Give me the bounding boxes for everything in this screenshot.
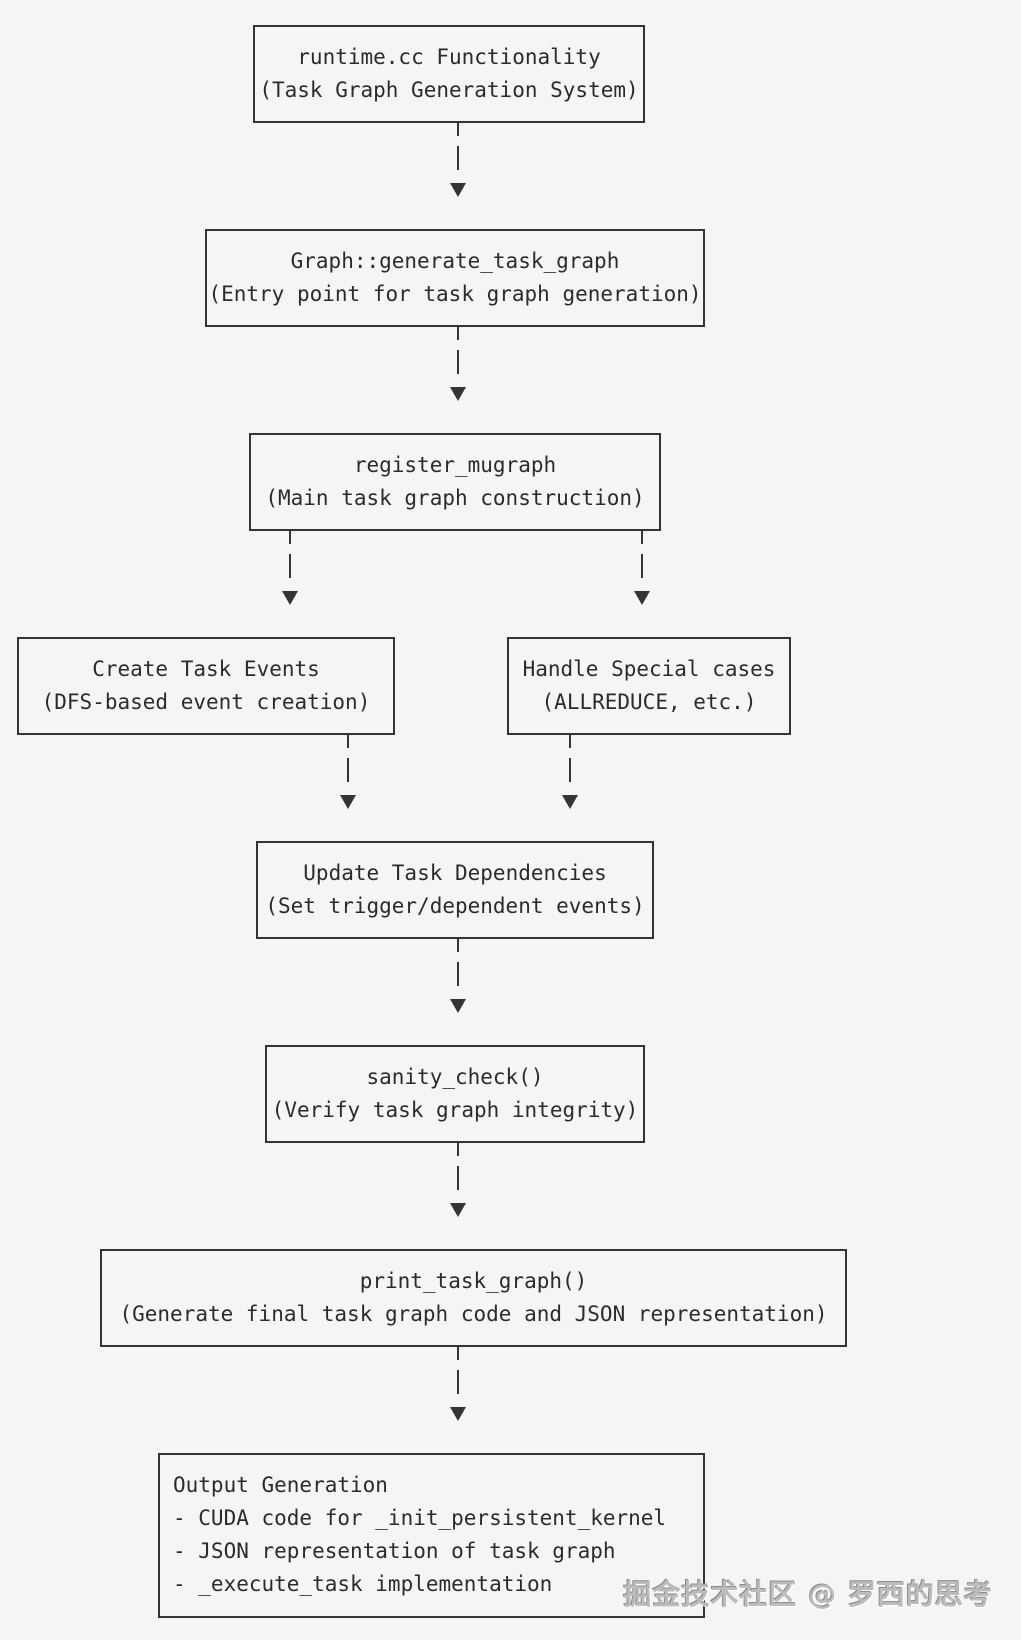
- node-bullet: - JSON representation of task graph: [173, 1539, 616, 1563]
- edge-stub: [641, 531, 643, 544]
- node-title: Handle Special cases: [522, 657, 776, 681]
- node-print-task-graph: print_task_graph() (Generate final task …: [100, 1249, 847, 1347]
- node-update-task-dependencies: Update Task Dependencies (Set trigger/de…: [256, 841, 654, 939]
- edge-line: [641, 554, 643, 578]
- node-bullet: - _execute_task implementation: [173, 1572, 553, 1596]
- edge-stub: [457, 123, 459, 136]
- node-subtitle: (ALLREDUCE, etc.): [541, 690, 757, 714]
- node-subtitle: (DFS-based event creation): [41, 690, 371, 714]
- node-subtitle: (Main task graph construction): [265, 486, 645, 510]
- edge-line: [457, 962, 459, 986]
- arrow-down-icon: [450, 1407, 466, 1421]
- node-handle-special-cases: Handle Special cases (ALLREDUCE, etc.): [507, 637, 791, 735]
- node-title: print_task_graph(): [359, 1269, 588, 1293]
- edge-line: [569, 758, 571, 782]
- node-subtitle: (Task Graph Generation System): [259, 78, 639, 102]
- edge-stub: [457, 1143, 459, 1156]
- node-title: Update Task Dependencies: [303, 861, 607, 885]
- node-register-mugraph: register_mugraph (Main task graph constr…: [249, 433, 661, 531]
- edge-line: [289, 554, 291, 578]
- edge-line: [457, 146, 459, 170]
- arrow-down-icon: [450, 387, 466, 401]
- node-create-task-events: Create Task Events (DFS-based event crea…: [17, 637, 395, 735]
- node-subtitle: (Entry point for task graph generation): [208, 282, 702, 306]
- watermark: 掘金技术社区 @ 罗西的思考: [623, 1578, 993, 1611]
- edge-stub: [457, 939, 459, 952]
- edge-stub: [457, 327, 459, 340]
- node-subtitle: (Verify task graph integrity): [271, 1098, 639, 1122]
- arrow-down-icon: [450, 183, 466, 197]
- edge-stub: [457, 1347, 459, 1360]
- arrow-down-icon: [450, 999, 466, 1013]
- node-title: Graph::generate_task_graph: [290, 249, 620, 273]
- node-subtitle: (Generate final task graph code and JSON…: [119, 1302, 828, 1326]
- node-title: register_mugraph: [353, 453, 557, 477]
- node-title: Create Task Events: [92, 657, 320, 681]
- arrow-down-icon: [450, 1203, 466, 1217]
- node-runtime: runtime.cc Functionality (Task Graph Gen…: [253, 25, 645, 123]
- edge-line: [347, 758, 349, 782]
- node-title: sanity_check(): [366, 1065, 544, 1089]
- edge-line: [457, 350, 459, 374]
- arrow-down-icon: [340, 795, 356, 809]
- node-generate-task-graph: Graph::generate_task_graph (Entry point …: [205, 229, 705, 327]
- node-sanity-check: sanity_check() (Verify task graph integr…: [265, 1045, 645, 1143]
- edge-stub: [289, 531, 291, 544]
- node-title: Output Generation: [173, 1473, 388, 1497]
- edge-line: [457, 1370, 459, 1394]
- arrow-down-icon: [562, 795, 578, 809]
- node-bullet: - CUDA code for _init_persistent_kernel: [173, 1506, 667, 1530]
- edge-stub: [569, 735, 571, 748]
- edge-stub: [347, 735, 349, 748]
- node-output-generation: Output Generation - CUDA code for _init_…: [158, 1453, 705, 1618]
- edge-line: [457, 1166, 459, 1190]
- arrow-down-icon: [282, 591, 298, 605]
- node-title: runtime.cc Functionality: [297, 45, 601, 69]
- arrow-down-icon: [634, 591, 650, 605]
- node-subtitle: (Set trigger/dependent events): [265, 894, 645, 918]
